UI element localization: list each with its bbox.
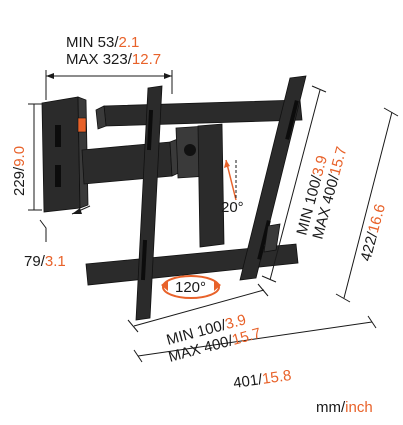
vesa-vertical-min-label: MIN 100/3.9 [293,154,331,237]
total-height-label: 422/16.6 [357,202,389,263]
tilt-angle-label: 20° [221,199,244,216]
wallplate-height-label: 229/9.0 [11,146,28,196]
rotation-arrow-icon [161,275,221,299]
units-legend: mm/inch [316,399,373,416]
wall-plate [41,96,81,213]
wall-plate-cap [77,117,87,133]
total-width-label: 401/15.8 [232,367,292,392]
depth-max-label: MAX 323/12.7 [66,51,161,68]
tv-wall-mount [41,75,307,321]
upper-rail [103,99,303,127]
depth-min-label: MIN 53/2.1 [66,34,139,51]
wallplate-width-label: 79/3.1 [24,253,66,270]
dimension-lines [28,70,399,363]
rotation-angle-label: 120° [175,279,206,296]
tilt-arrow-icon [224,159,237,201]
vesa-horizontal-min-label: MIN 100/3.9 [165,311,248,349]
